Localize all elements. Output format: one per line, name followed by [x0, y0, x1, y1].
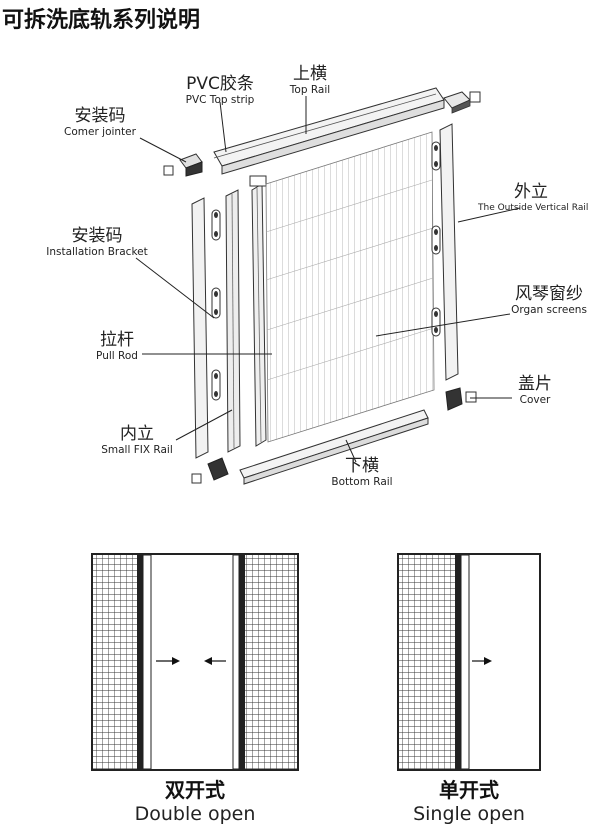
outside-vertical-rail [431, 123, 459, 381]
caption-single-open: 单开式 Single open [413, 778, 525, 825]
top-rail-caps [443, 91, 481, 114]
label-pull-rod: 拉杆 Pull Rod [96, 330, 138, 362]
corner-jointer [163, 153, 203, 177]
small-fix-rail [225, 189, 241, 453]
label-bottom-rail: 下横 Bottom Rail [331, 456, 393, 488]
single-open-illustration [397, 553, 541, 771]
label-corner-jointer: 安装码 Comer jointer [64, 106, 136, 138]
page-title: 可拆洗底轨系列说明 [2, 8, 201, 33]
double-open-illustration [91, 553, 299, 771]
bottom-rail [239, 409, 429, 485]
label-outside-vertical-rail: 外立 The Outside Vertical Rail [478, 182, 589, 213]
organ-screen [265, 131, 435, 443]
label-organ-screens: 风琴窗纱 Organ screens [511, 284, 587, 316]
installation-bracket-vertical [191, 197, 221, 459]
pull-rod [249, 175, 267, 447]
label-small-fix-rail: 内立 Small FIX Rail [101, 424, 173, 456]
leader-lines [135, 96, 521, 463]
caption-double-open: 双开式 Double open [134, 778, 256, 825]
cover-piece [445, 387, 477, 411]
label-top-rail: 上横 Top Rail [289, 64, 331, 96]
top-rail [213, 87, 445, 175]
label-installation-bracket: 安装码 Installation Bracket [46, 226, 148, 258]
bottom-corner-jointer [191, 457, 229, 484]
label-cover: 盖片 Cover [518, 374, 552, 406]
label-pvc-top-strip: PVC胶条 PVC Top strip [185, 74, 255, 106]
